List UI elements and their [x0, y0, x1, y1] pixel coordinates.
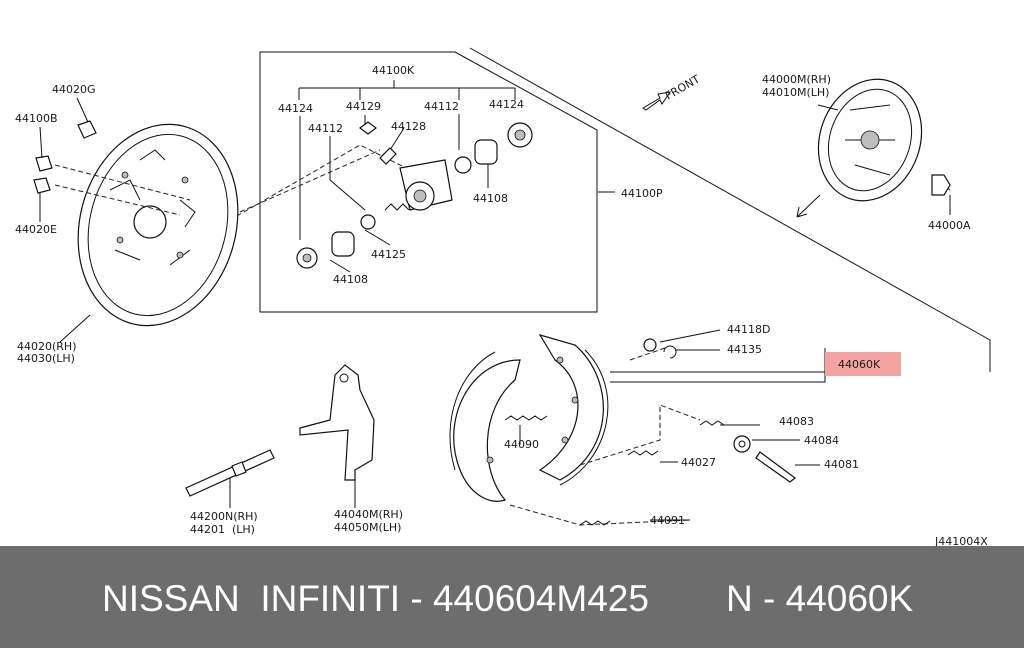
- ref-code: J441004X: [934, 535, 988, 548]
- label-44027: 44027: [681, 456, 716, 469]
- parts-diagram: FRONT 44100K 44124 44129 44112 4412: [15, 47, 991, 548]
- label-44000m-rh: 44000M(RH): [762, 73, 831, 86]
- label-44100k: 44100K: [372, 64, 415, 77]
- front-label: FRONT: [663, 72, 702, 102]
- adjuster-lever: [185, 364, 375, 508]
- label-44108-left: 44108: [333, 273, 368, 286]
- brake-shoes: [449, 329, 826, 526]
- label-44000a: 44000A: [928, 219, 971, 232]
- label-44040m-rh: 44040M(RH): [334, 508, 403, 521]
- part-labels: 44100K 44124 44129 44112 44128 44112 441…: [15, 64, 988, 548]
- label-44128: 44128: [391, 120, 426, 133]
- label-44129: 44129: [346, 100, 381, 113]
- label-44083: 44083: [779, 415, 814, 428]
- label-44201-lh: 44201 (LH): [190, 523, 255, 536]
- highlight-44060k: [825, 352, 901, 376]
- footer-bar: NISSAN INFINITI - 440604M425 N - 44060K: [0, 546, 1024, 648]
- label-44030-lh: 44030(LH): [17, 352, 75, 365]
- label-44090: 44090: [504, 438, 539, 451]
- footer-oem-number: N - 44060K: [726, 578, 914, 619]
- label-44125: 44125: [371, 248, 406, 261]
- label-44112-right: 44112: [424, 100, 459, 113]
- label-44084: 44084: [804, 434, 839, 447]
- label-44100b: 44100B: [15, 112, 58, 125]
- label-44135: 44135: [727, 343, 762, 356]
- label-44020e: 44020E: [15, 223, 57, 236]
- label-44010m-lh: 44010M(LH): [762, 86, 829, 99]
- front-arrow: FRONT: [642, 72, 702, 111]
- wheel-cylinder-group: [229, 80, 615, 273]
- label-44100p: 44100P: [621, 187, 663, 200]
- label-44081: 44081: [824, 458, 859, 471]
- brake-assembly: [796, 78, 951, 218]
- label-44060k: 44060K: [838, 358, 881, 371]
- label-44020-rh: 44020(RH): [17, 340, 77, 353]
- label-44124-right: 44124: [489, 98, 524, 111]
- label-44124-left: 44124: [278, 102, 313, 115]
- label-44020g: 44020G: [52, 83, 96, 96]
- footer-part-number: NISSAN INFINITI - 440604M425: [102, 578, 649, 619]
- label-44118d: 44118D: [727, 323, 770, 336]
- label-44112-left: 44112: [308, 122, 343, 135]
- label-44091: 44091: [650, 514, 685, 527]
- label-44108-right: 44108: [473, 192, 508, 205]
- frame-lines: [259, 47, 991, 372]
- label-44200n-rh: 44200N(RH): [190, 510, 258, 523]
- backing-plate: [33, 97, 239, 343]
- label-44050m-lh: 44050M(LH): [334, 521, 401, 534]
